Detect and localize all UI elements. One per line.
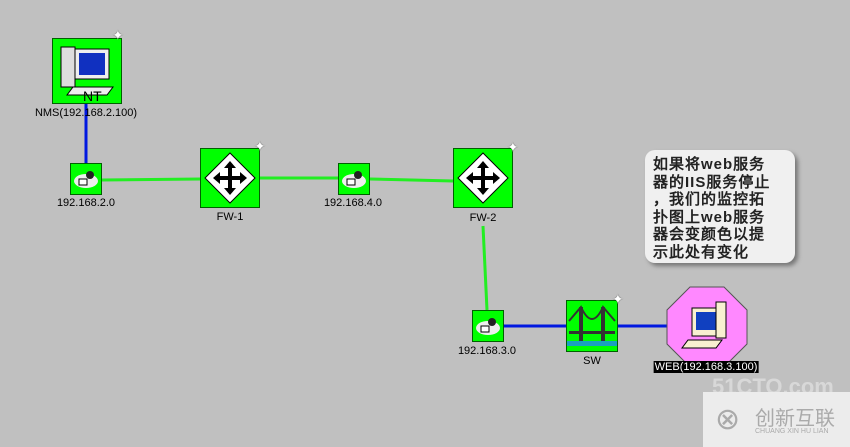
- switch-label: SW: [583, 355, 601, 367]
- status-star-icon: ✦: [254, 138, 266, 154]
- network-icon: [74, 171, 98, 188]
- nt-badge: NT: [83, 88, 102, 103]
- web-server-label: WEB(192.168.3.100): [653, 361, 759, 373]
- computer-icon: [681, 301, 727, 349]
- network-node-3[interactable]: [472, 310, 504, 342]
- network-icon: [342, 171, 366, 188]
- status-star-icon: ✦: [112, 27, 124, 43]
- bridge-icon: [567, 305, 617, 346]
- nms-node[interactable]: NT: [52, 38, 122, 104]
- firewall-label: FW-2: [469, 212, 497, 224]
- nms-label: NMS(192.168.2.100): [34, 107, 138, 119]
- network-label: 192.168.2.0: [56, 197, 116, 209]
- link-fw2-net3: [481, 225, 489, 311]
- network-node-2[interactable]: [70, 163, 102, 195]
- network-icon: [476, 318, 500, 335]
- annotation-note: 如果将web服务 器的IIS服务停止 ，我们的监控拓 扑图上web服务 器会变颜…: [645, 150, 795, 263]
- brand-name: 创新互联: [755, 408, 835, 430]
- link-net2-fw1: [101, 177, 201, 182]
- nt-workstation-icon: NT: [60, 46, 114, 104]
- firewall-arrows-icon: [204, 152, 256, 204]
- network-label: 192.168.3.0: [457, 345, 517, 357]
- status-star-icon: ✦: [507, 139, 519, 155]
- link-net4-fw2: [369, 177, 454, 183]
- brand-sub: CHUANG XIN HU LIAN: [755, 428, 829, 435]
- firewall-node-1[interactable]: [200, 148, 260, 208]
- switch-node[interactable]: [566, 300, 618, 352]
- status-star-icon: ✦: [612, 291, 624, 307]
- web-server-node[interactable]: [666, 286, 748, 368]
- firewall-node-2[interactable]: [453, 148, 513, 208]
- network-node-4[interactable]: [338, 163, 370, 195]
- firewall-arrows-icon: [457, 152, 509, 204]
- brand-logo-icon: ⊗: [715, 403, 741, 436]
- firewall-label: FW-1: [216, 211, 244, 223]
- watermark-brand: ⊗ 创新互联 CHUANG XIN HU LIAN: [703, 392, 850, 447]
- network-label: 192.168.4.0: [323, 197, 383, 209]
